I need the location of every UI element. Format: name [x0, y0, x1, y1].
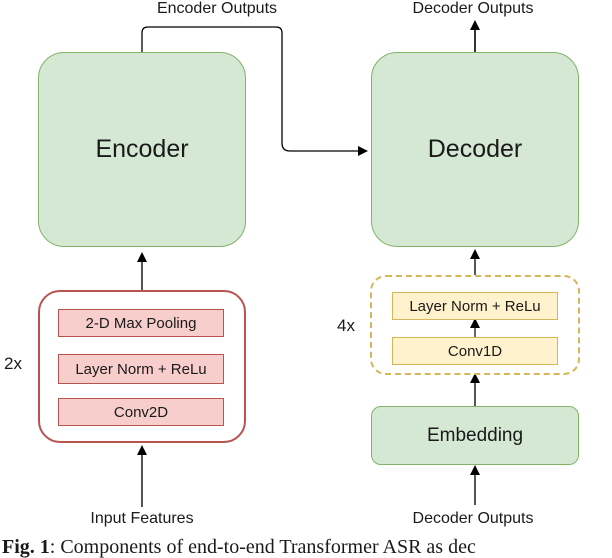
decoder-conv-stack — [370, 275, 580, 375]
decoder-layer-layernorm: Layer Norm + ReLu — [392, 292, 558, 320]
caption-prefix: Fig. 1 — [2, 536, 50, 558]
embedding-block: Embedding — [371, 406, 579, 465]
encoder-to-decoder-arrow — [141, 26, 368, 156]
encoder-outputs-label: Encoder Outputs — [156, 0, 278, 17]
decoder-layer-conv1d: Conv1D — [392, 337, 558, 365]
figure-caption: Fig. 1: Components of end-to-end Transfo… — [2, 536, 476, 558]
decoder-title: Decoder — [427, 135, 523, 163]
embedding-label: Embedding — [426, 424, 524, 446]
decoder-block: Decoder — [371, 52, 579, 247]
input-features-label: Input Features — [90, 510, 194, 527]
encoder-title: Encoder — [95, 135, 189, 163]
encoder-block: Encoder — [38, 52, 246, 247]
decoder-outputs-top-label: Decoder Outputs — [412, 0, 534, 17]
encoder-layer-conv2d: Conv2D — [58, 398, 224, 426]
encoder-layer-maxpool: 2-D Max Pooling — [58, 309, 224, 337]
decoder-repeat-label: 4x — [337, 316, 355, 335]
encoder-repeat-label: 2x — [4, 354, 22, 373]
decoder-outputs-bottom-label: Decoder Outputs — [412, 510, 534, 527]
encoder-layer-layernorm: Layer Norm + ReLu — [58, 354, 224, 384]
caption-text: : Components of end-to-end Transformer A… — [49, 536, 476, 558]
